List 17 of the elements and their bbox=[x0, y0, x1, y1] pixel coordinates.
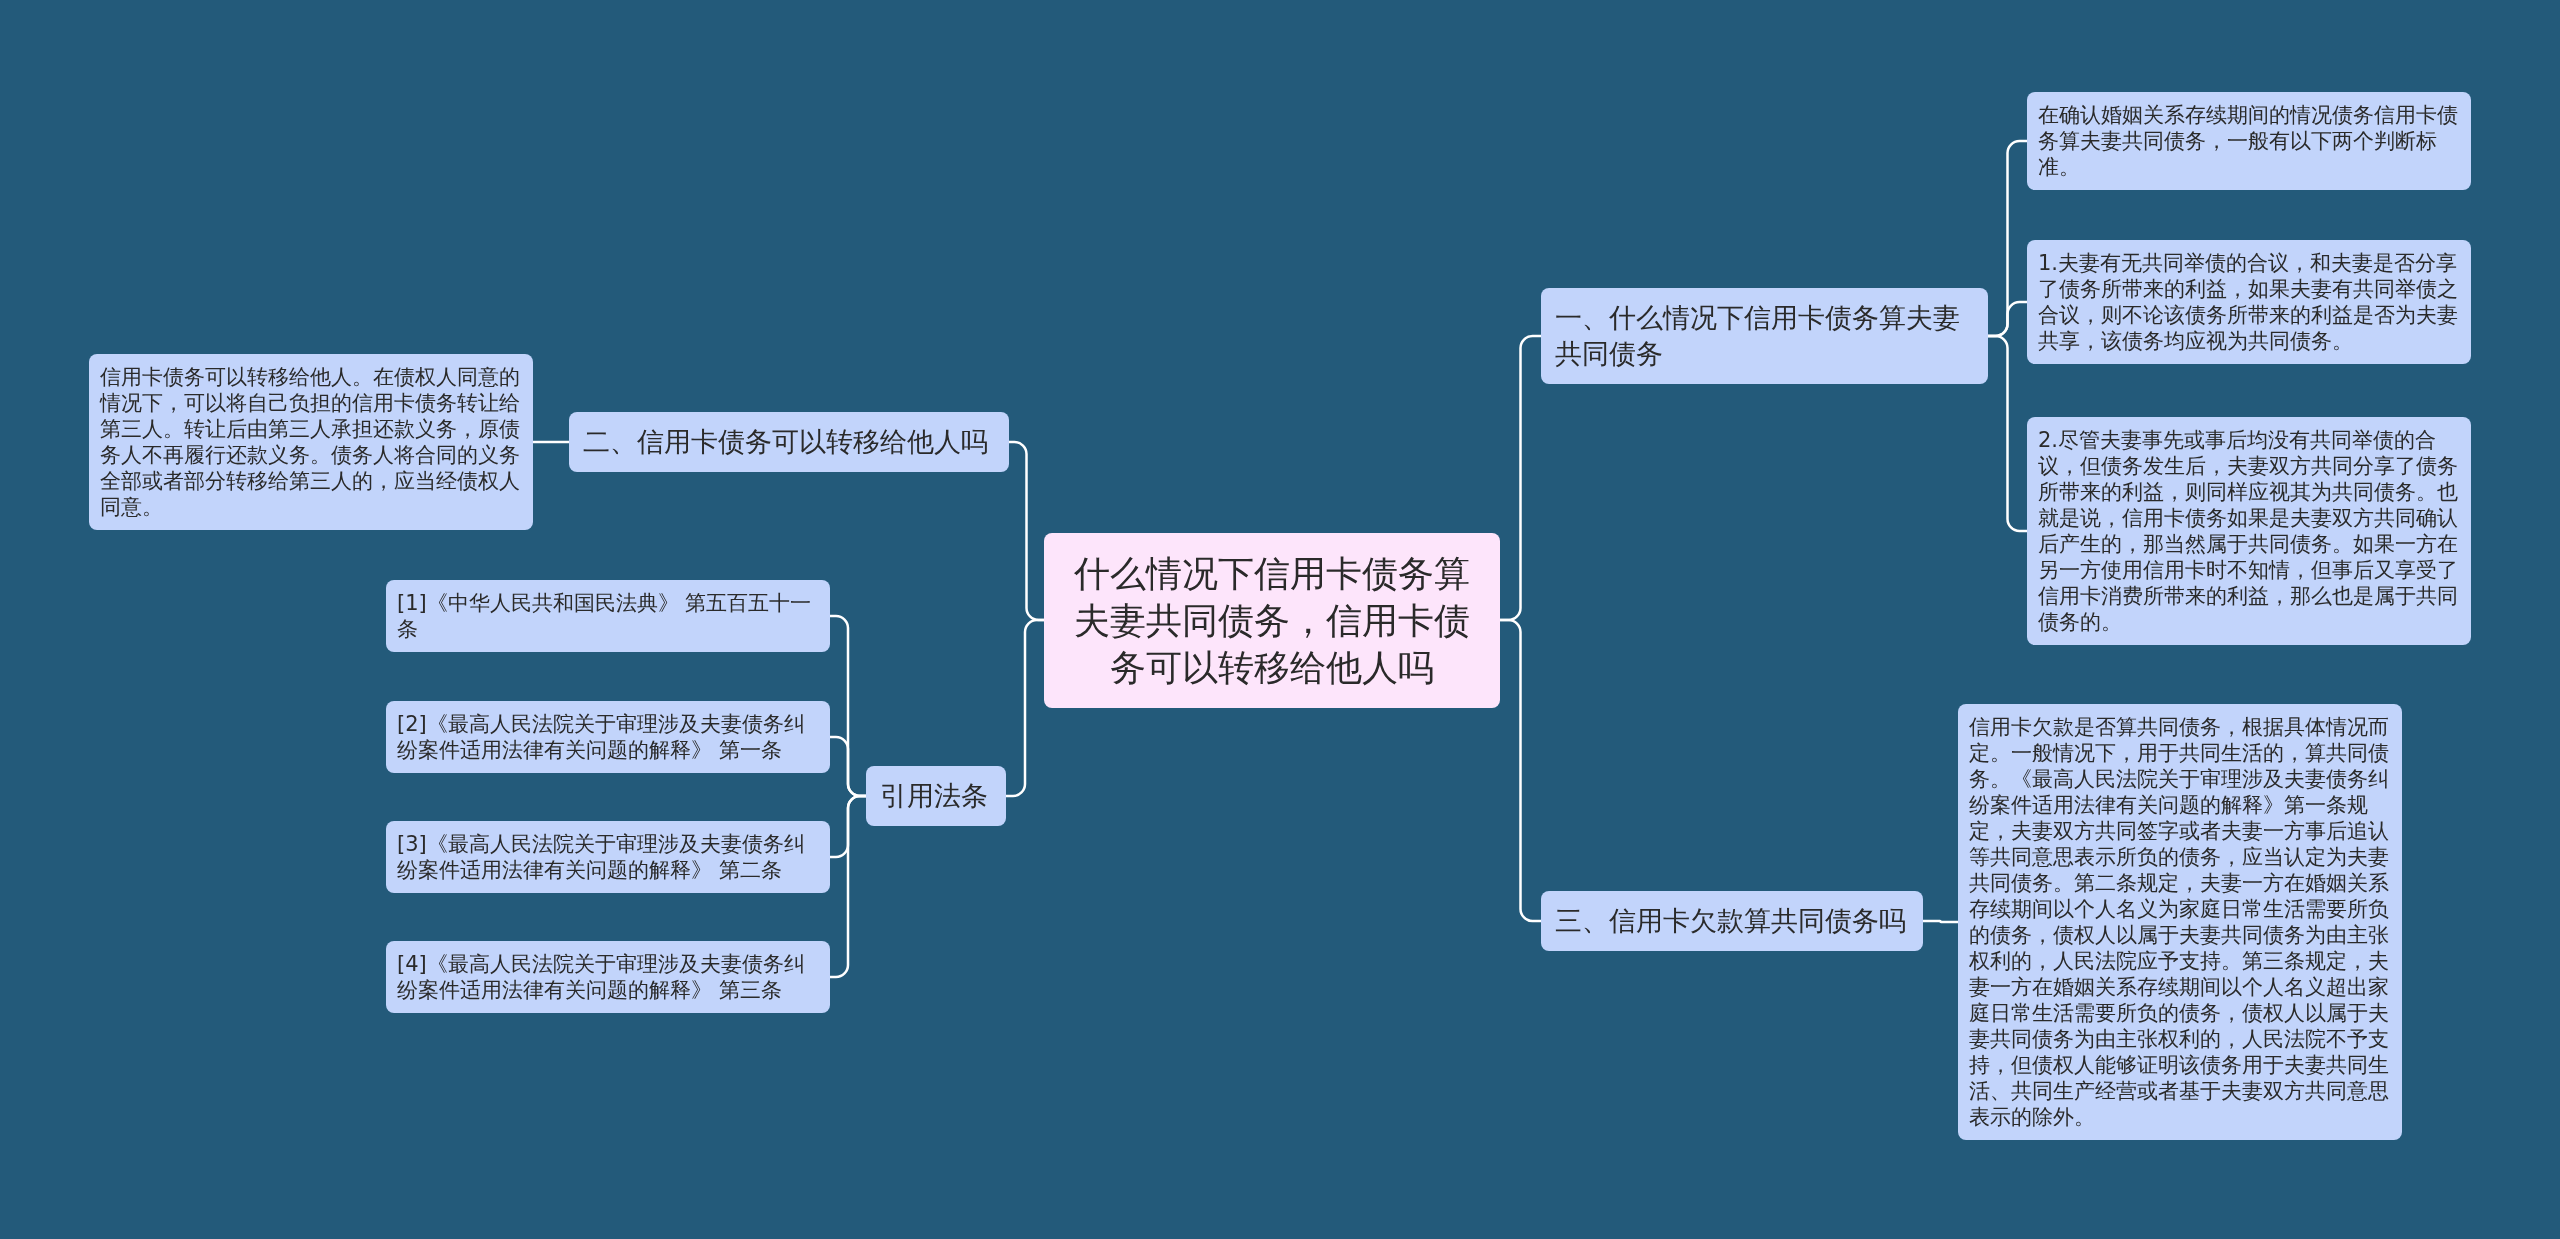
detail-card: 信用卡债务可以转移给他人。在债权人同意的情况下，可以将自己负担的信用卡债务转让给第三人。转让后由第三人承担还款义务，原债务人不再履行还款义务。债务人将合同的义务全部或者部分转移给第三人的，应当经债权人同意。 bbox=[89, 354, 533, 530]
subtopic-card: 三、信用卡欠款算共同债务吗 bbox=[1541, 891, 1923, 951]
connector-line bbox=[533, 440, 569, 444]
detail-card: 2.尽管夫妻事先或事后均没有共同举债的合议，但债务发生后，夫妻双方共同分享了债务所带来的利益，则同样应视其为共同债务。也就是说，信用卡债务如果是夫妻双方共同确认后产生的，那当然属于共同债务。如果一方在另一方使用信用卡时不知情，但事后又享受了信用卡消费所带来的利益，那么也是属于共同债务的。 bbox=[2027, 417, 2471, 645]
connector-line bbox=[1988, 334, 2027, 533]
subtopic-card: 二、信用卡债务可以转移给他人吗 bbox=[569, 412, 1009, 472]
detail-card: 1.夫妻有无共同举债的合议，和夫妻是否分享了债务所带来的利益，如果夫妻有共同举债之合议，则不论该债务所带来的利益是否为夫妻共享，该债务均应视为共同债务。 bbox=[2027, 240, 2471, 364]
detail-card: 信用卡欠款是否算共同债务，根据具体情况而定。一般情况下，用于共同生活的，算共同债务。《最高人民法院关于审理涉及夫妻债务纠纷案件适用法律有关问题的解释》第一条规定，夫妻双方共同签字或者夫妻一方事后追认等共同意思表示所负的债务，应当认定为夫妻共同债务。第二条规定，夫妻一方在婚姻关系存续期间以个人名义为家庭日常生活需要所负的债务，债权人以属于夫妻共同债务为由主张权利的，人民法院应予支持。第三条规定，夫妻一方在婚姻关系存续期间以个人名义超出家庭日常生活需要所负的债务，债权人以属于夫妻共同债务为由主张权利的，人民法院不予支持，但债权人能够证明该债务用于夫妻共同生活、共同生产经营或者基于夫妻双方共同意思表示的除外。 bbox=[1958, 704, 2402, 1140]
subtopic-card: 引用法条 bbox=[866, 766, 1006, 826]
detail-card: [1]《中华人民共和国民法典》 第五百五十一条 bbox=[386, 580, 830, 652]
connector-line bbox=[1923, 919, 1958, 924]
detail-card: 在确认婚姻关系存续期间的情况债务信用卡债务算夫妻共同债务，一般有以下两个判断标准。 bbox=[2027, 92, 2471, 190]
detail-card: [3]《最高人民法院关于审理涉及夫妻债务纠纷案件适用法律有关问题的解释》 第二条 bbox=[386, 821, 830, 893]
detail-card: [4]《最高人民法院关于审理涉及夫妻债务纠纷案件适用法律有关问题的解释》 第三条 bbox=[386, 941, 830, 1013]
subtopic-card: 一、什么情况下信用卡债务算夫妻共同债务 bbox=[1541, 288, 1988, 384]
central-topic-card: 什么情况下信用卡债务算夫妻共同债务，信用卡债务可以转移给他人吗 bbox=[1044, 532, 1500, 708]
detail-card: [2]《最高人民法院关于审理涉及夫妻债务纠纷案件适用法律有关问题的解释》 第一条 bbox=[386, 701, 830, 773]
